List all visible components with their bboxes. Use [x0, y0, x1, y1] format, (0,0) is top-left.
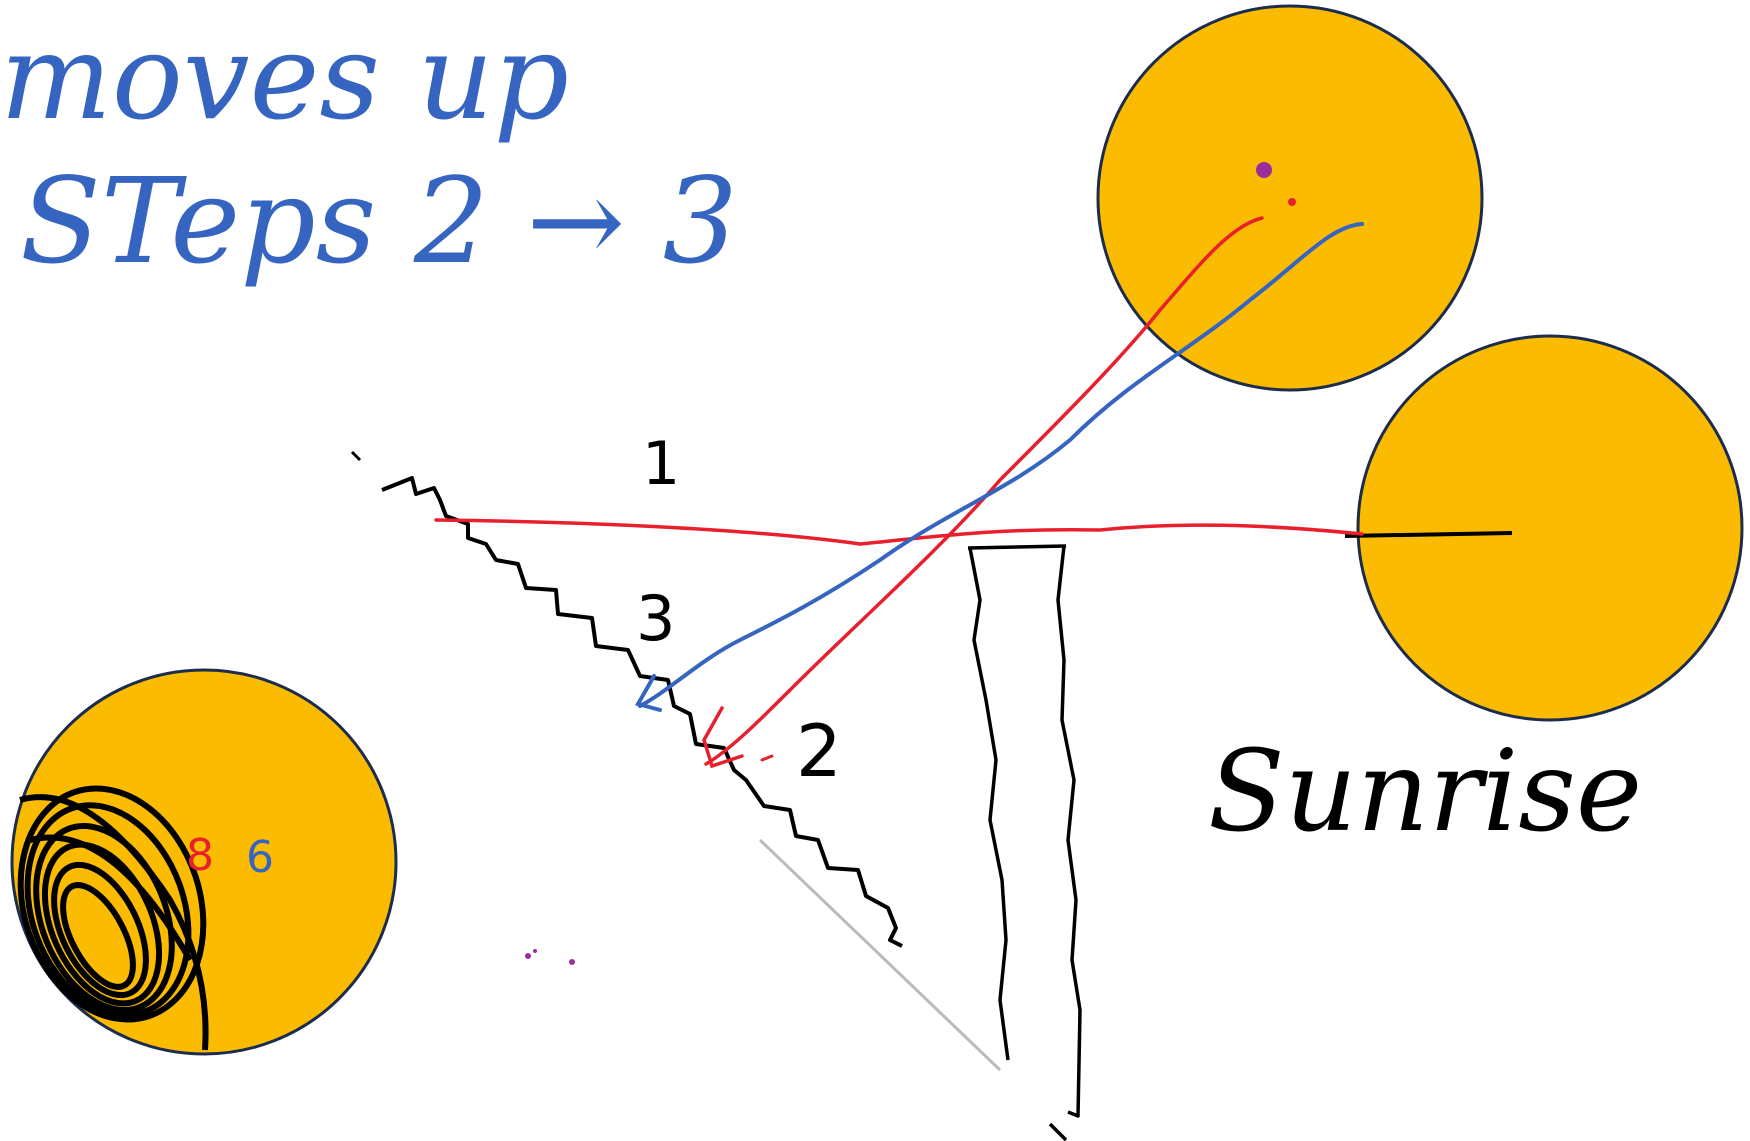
title-steps-2-to-3: STeps 2 → 3	[20, 152, 738, 290]
diagonal-red-ray-to-high-sun	[704, 216, 1264, 766]
sun-sunrise	[1356, 334, 1744, 722]
red-rays	[434, 216, 1364, 769]
blue-rays	[634, 222, 1364, 712]
horizontal-red-ray	[434, 518, 1364, 546]
step-3-label: 3	[636, 582, 675, 655]
sun-high	[1096, 4, 1484, 392]
blue-arrowhead	[634, 674, 662, 712]
purple-specks	[525, 949, 575, 965]
red-blue-markers: 8 6	[186, 830, 274, 883]
svg-text:8: 8	[186, 830, 214, 881]
svg-text:6: 6	[246, 832, 274, 883]
step-1-label: 1	[642, 429, 680, 499]
stair-top-tick	[350, 450, 362, 462]
purple-dot	[1256, 162, 1272, 178]
red-arrowhead	[702, 706, 744, 769]
sunrise-label: Sunrise	[1208, 727, 1642, 857]
diagonal-blue-ray-to-high-sun	[638, 222, 1364, 708]
pillar	[967, 544, 1082, 1141]
stair-shadow-line	[758, 838, 1002, 1072]
step-2-label: 2	[796, 709, 842, 793]
title-moves-up: moves up	[0, 8, 569, 146]
sun-eclipsed	[10, 668, 398, 1056]
sunrise-center-line	[1344, 531, 1513, 538]
black-scribble	[17, 785, 209, 1051]
red-dot	[1288, 198, 1296, 206]
